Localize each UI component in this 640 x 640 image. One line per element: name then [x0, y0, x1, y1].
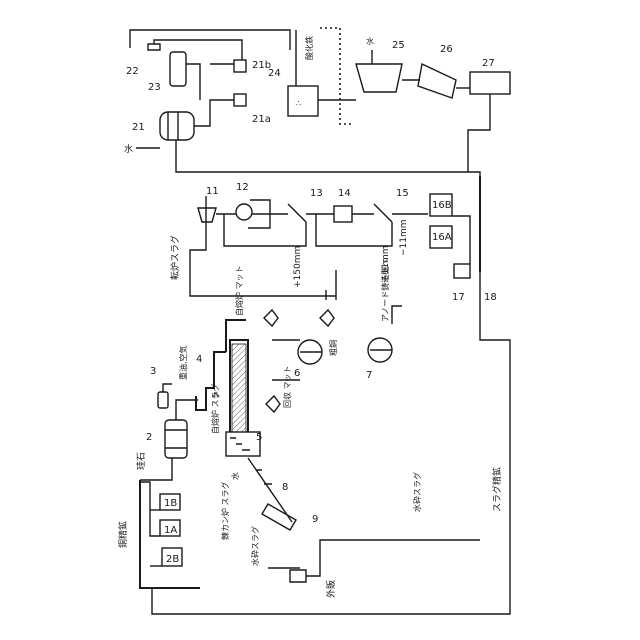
label-14: 14 — [338, 188, 351, 199]
label-12: 12 — [236, 182, 249, 193]
label-3: 3 — [150, 366, 156, 377]
converter-slag-side-label: 錬カン炉 スラグ — [220, 481, 230, 540]
water-granulated-slag-label: 水砕スラグ — [250, 526, 260, 566]
label-9: 9 — [312, 514, 318, 525]
dryer-2: 2 — [146, 420, 187, 458]
flash-furnace-mat-label: 自熔炉 マット — [234, 265, 244, 316]
label-26: 26 — [440, 44, 453, 55]
recovered-mat-label: 回収 マット — [282, 365, 292, 408]
slag-concentrate-return: スラグ精鉱 — [152, 272, 510, 614]
label-1A: 1A — [164, 525, 177, 536]
size-plus11-label: +11mm — [381, 245, 391, 282]
label-4: 4 — [196, 354, 202, 365]
label-11: 11 — [206, 186, 219, 197]
bubble-glyph: ∴ — [296, 99, 301, 108]
label-25: 25 — [392, 40, 405, 51]
label-24: 24 — [268, 68, 281, 79]
label-17: 17 — [452, 292, 465, 303]
feed-bins: 2B 1A 1B 銅精鉱 珪石 — [117, 440, 200, 588]
label-1B: 1B — [164, 498, 177, 509]
label-21: 21 — [132, 122, 145, 133]
outside-sale-label: 外販 — [325, 580, 337, 598]
heavy-oil-air-label: 重油,空気 — [178, 345, 188, 380]
water-label-1: 水 — [230, 472, 240, 480]
label-8: 8 — [282, 482, 288, 493]
converter-slag-label: 転炉スラグ — [169, 235, 181, 280]
iron-oxide-label: 酸化鉄 — [304, 36, 314, 60]
unit-21b — [234, 60, 246, 72]
size-plus150-label: +150mm — [293, 246, 303, 288]
silica-label: 珪石 — [135, 452, 147, 470]
label-22: 22 — [126, 66, 139, 77]
label-21a: 21a — [252, 114, 271, 125]
label-7: 7 — [366, 370, 372, 381]
label-5: 5 — [256, 432, 262, 443]
water-granulated-slag-label-2: 水砕スラグ — [412, 472, 422, 512]
label-2: 2 — [146, 432, 152, 443]
label-16A: 16A — [432, 232, 452, 243]
label-23: 23 — [148, 82, 161, 93]
crude-copper-label: 粗銅 — [328, 340, 338, 356]
size-minus11-label: −11mm — [399, 219, 409, 256]
label-2B: 2B — [166, 554, 179, 565]
burner-3: 3 — [150, 366, 198, 420]
label-15: 15 — [396, 188, 409, 199]
water-label-3: 水 — [366, 36, 374, 46]
label-16B: 16B — [432, 200, 452, 211]
label-13: 13 — [310, 188, 323, 199]
unit-21a — [234, 94, 246, 106]
copper-concentrate-label: 銅精鉱 — [117, 521, 129, 548]
label-18: 18 — [484, 292, 497, 303]
slag-concentrate-label: スラグ精鉱 — [491, 467, 503, 512]
flotation-tanks: ∴ 24 酸化鉄 25 水 26 27 — [268, 28, 510, 172]
label-27: 27 — [482, 58, 495, 69]
slag-chute: 水 8 9 錬カン炉 スラグ 水砕スラグ 外販 水砕スラグ — [220, 458, 480, 598]
label-6: 6 — [294, 368, 300, 379]
flash-furnace-slag-label: 自熔炉 スラグ — [210, 383, 220, 434]
water-label-2: 水 — [124, 143, 133, 155]
